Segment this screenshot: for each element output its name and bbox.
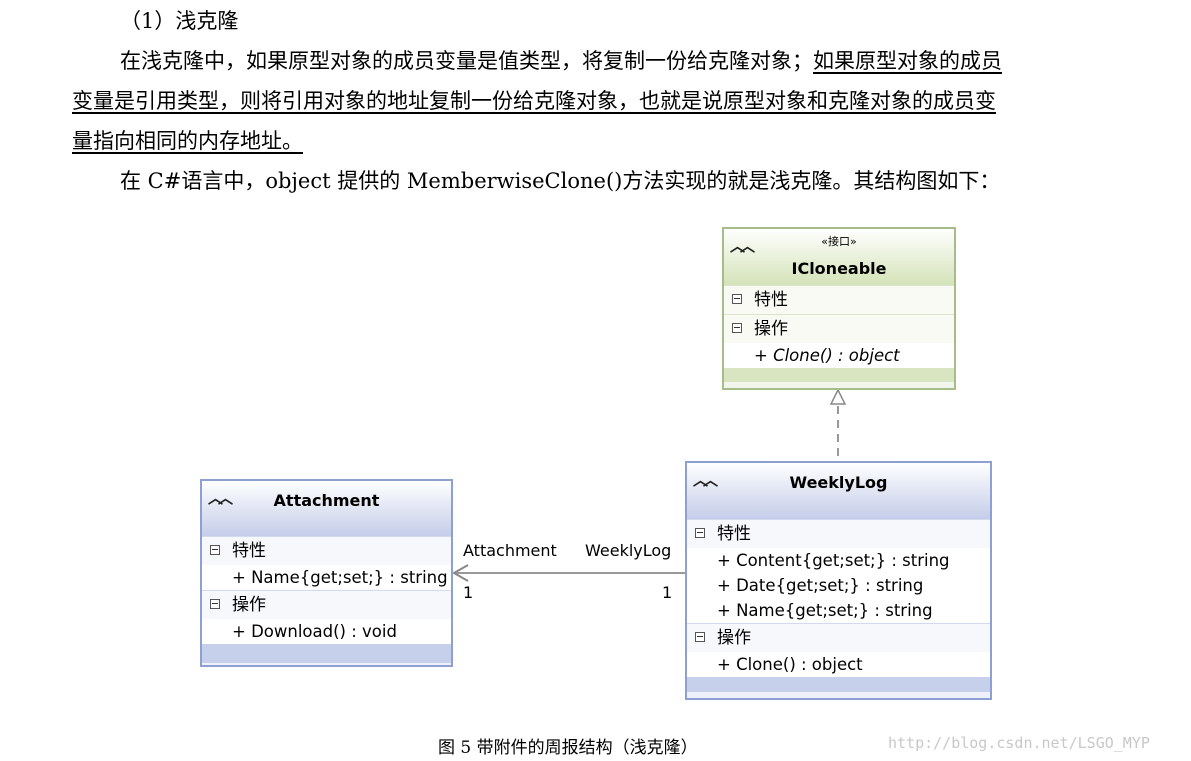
paragraph-line-2: 变量是引用类型，则将引用对象的地址复制一份给克隆对象，也就是说原型对象和克隆对象… <box>72 89 996 113</box>
multiplicity-left: 1 <box>463 583 474 602</box>
minus-icon[interactable] <box>210 545 220 555</box>
operations-section: 操作 <box>724 314 954 343</box>
icloneable-interface[interactable]: ︿︿ «接口» ICloneable 特性 操作 + Clone() : obj… <box>722 227 956 390</box>
attachment-class[interactable]: ︿︿ Attachment 特性 + Name{get;set;} : stri… <box>200 479 453 667</box>
operation-item: + Clone() : object <box>724 343 954 368</box>
operation-item: + Clone() : object <box>687 652 990 677</box>
interface-stereotype: «接口» <box>821 235 857 248</box>
section-label: 操作 <box>717 628 751 648</box>
collapse-icon[interactable]: ︿︿ <box>730 237 755 255</box>
operations-section: 操作 <box>202 590 451 619</box>
figure-caption: 图 5 带附件的周报结构（浅克隆） <box>438 738 698 758</box>
association-arrowhead <box>451 564 469 582</box>
section-label: 操作 <box>754 319 788 339</box>
minus-icon[interactable] <box>695 632 705 642</box>
weeklylog-class[interactable]: ︿︿ WeeklyLog 特性 + Content{get;set;} : st… <box>685 461 992 700</box>
operation-item: + Download() : void <box>202 619 451 644</box>
box-footer <box>724 368 954 382</box>
multiplicity-right: 1 <box>662 583 673 602</box>
underlined-text: 如果原型对象的成员 <box>813 49 1002 73</box>
operations-section: 操作 <box>687 623 990 652</box>
section-label: 特性 <box>232 541 266 561</box>
association-role-right: WeeklyLog <box>585 541 672 560</box>
attributes-section: 特性 <box>687 519 990 548</box>
section-label: 操作 <box>232 595 266 615</box>
paragraph-line-3: 量指向相同的内存地址。 <box>72 129 303 153</box>
icloneable-header: ︿︿ «接口» ICloneable <box>724 229 954 285</box>
collapse-icon[interactable]: ︿︿ <box>208 489 233 507</box>
minus-icon[interactable] <box>210 599 220 609</box>
attributes-section: 特性 <box>202 536 451 565</box>
minus-icon[interactable] <box>732 323 742 333</box>
section-label: 特性 <box>717 524 751 544</box>
attribute-item: + Name{get;set;} : string <box>202 565 451 590</box>
attachment-header: ︿︿ Attachment <box>202 481 451 536</box>
section-heading: （1）浅克隆 <box>120 9 239 33</box>
box-footer <box>687 677 990 692</box>
class-name: ICloneable <box>791 259 887 278</box>
attributes-section: 特性 <box>724 285 954 314</box>
collapse-icon[interactable]: ︿︿ <box>693 471 718 489</box>
association-role-left: Attachment <box>463 541 557 560</box>
weeklylog-header: ︿︿ WeeklyLog <box>687 463 990 519</box>
watermark: http://blog.csdn.net/LSGO_MYP <box>888 734 1150 752</box>
box-footer <box>202 644 451 663</box>
paragraph-text: 在浅克隆中，如果原型对象的成员变量是值类型，将复制一份给克隆对象； <box>120 49 813 73</box>
class-name: Attachment <box>273 491 380 510</box>
paragraph-line-1: 在浅克隆中，如果原型对象的成员变量是值类型，将复制一份给克隆对象；如果原型对象的… <box>120 46 1002 76</box>
attribute-item: + Date{get;set;} : string <box>687 573 990 598</box>
paragraph-line-4: 在 C#语言中，object 提供的 MemberwiseClone()方法实现… <box>120 169 1001 193</box>
minus-icon[interactable] <box>695 528 705 538</box>
minus-icon[interactable] <box>732 294 742 304</box>
class-name: WeeklyLog <box>789 473 888 492</box>
attribute-item: + Name{get;set;} : string <box>687 598 990 623</box>
section-label: 特性 <box>754 290 788 310</box>
realization-arrowhead <box>829 388 847 405</box>
attribute-item: + Content{get;set;} : string <box>687 548 990 573</box>
